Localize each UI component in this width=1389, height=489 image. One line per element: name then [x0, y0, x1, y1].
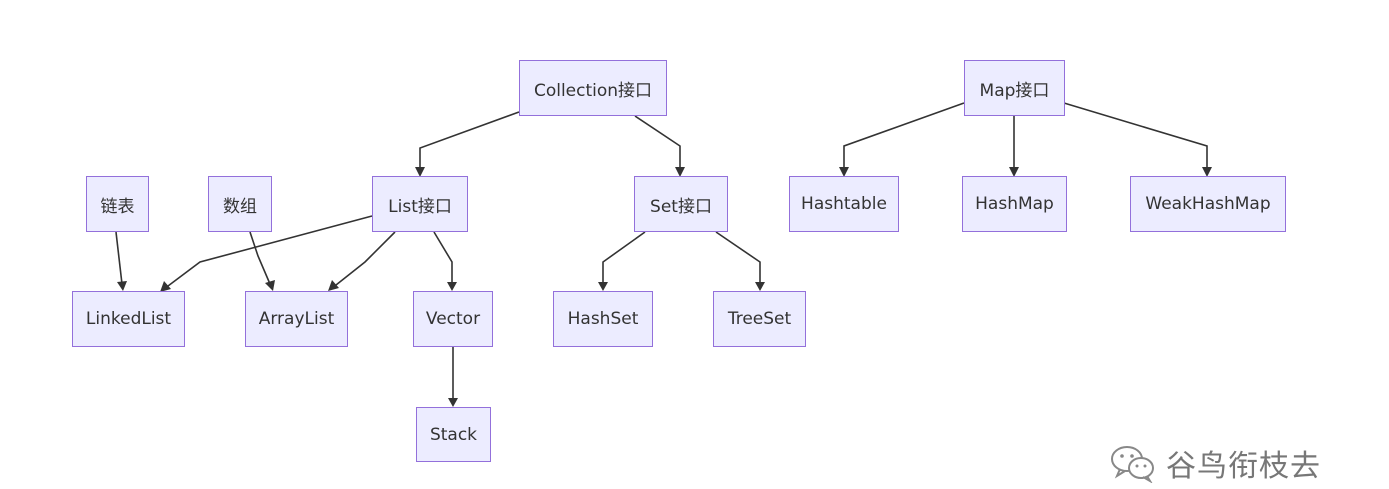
- edge-list-vector: [433, 231, 453, 284]
- arrowhead: [265, 280, 275, 291]
- node-shuzu: 数组: [208, 176, 272, 232]
- arrowhead: [447, 282, 457, 291]
- arrowhead: [1009, 167, 1019, 177]
- arrowhead: [160, 281, 171, 292]
- node-linkedlist: LinkedList: [72, 291, 185, 347]
- arrowhead: [598, 282, 608, 291]
- node-treeset: TreeSet: [713, 291, 806, 347]
- edge-lianbiao-linkedlist: [115, 231, 123, 285]
- watermark-text: 谷鸟衔枝去: [1166, 449, 1321, 484]
- node-set-interface: Set接口: [634, 176, 728, 232]
- edge-list-arraylist: [335, 231, 396, 286]
- node-hashmap: HashMap: [962, 176, 1067, 232]
- edge-collection-set: [634, 115, 681, 170]
- node-lianbiao: 链表: [86, 176, 149, 232]
- arrowhead: [415, 167, 425, 177]
- arrowhead: [839, 167, 849, 177]
- node-hashset: HashSet: [553, 291, 653, 347]
- edge-map-hashtable: [843, 102, 965, 170]
- node-stack: Stack: [416, 407, 491, 462]
- arrowhead: [117, 281, 127, 291]
- node-map-interface: Map接口: [964, 60, 1065, 116]
- node-list-interface: List接口: [372, 176, 468, 232]
- arrowhead: [755, 282, 765, 291]
- node-hashtable: Hashtable: [789, 176, 899, 232]
- arrowhead: [328, 280, 339, 291]
- arrowhead: [675, 167, 685, 177]
- edge-shuzu-arraylist: [249, 231, 271, 285]
- node-vector: Vector: [413, 291, 493, 347]
- arrowhead: [448, 398, 458, 407]
- node-arraylist: ArrayList: [245, 291, 348, 347]
- edge-collection-list: [419, 111, 520, 170]
- edge-list-linkedlist: [167, 215, 373, 287]
- edge-map-weakhashmap: [1063, 102, 1208, 170]
- node-weakhashmap: WeakHashMap: [1130, 176, 1286, 232]
- edge-set-hashset: [602, 231, 646, 284]
- wechat-icon: [1111, 446, 1154, 483]
- arrowhead: [1202, 167, 1212, 177]
- watermark: 谷鸟衔枝去: [1108, 438, 1378, 488]
- edge-set-treeset: [715, 231, 761, 284]
- node-collection-interface: Collection接口: [519, 60, 667, 116]
